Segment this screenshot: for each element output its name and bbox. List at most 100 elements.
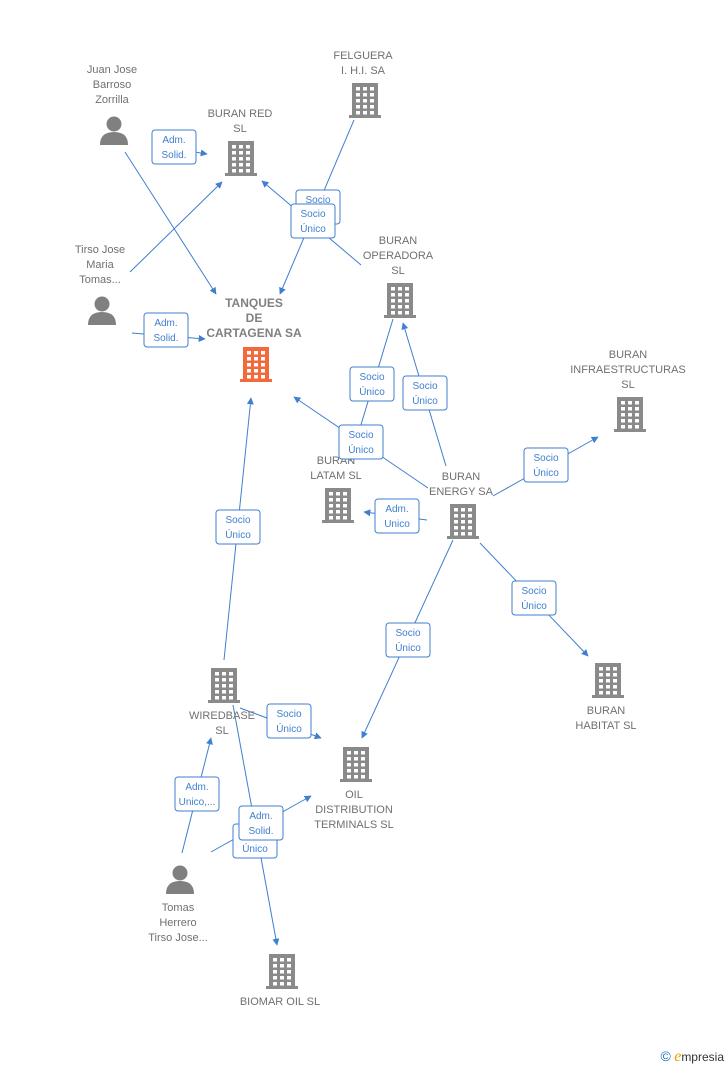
relation-badge-text: Único [412, 394, 438, 407]
building-window [239, 157, 243, 161]
relation-badge-juan-buran_red[interactable]: Adm.Solid. [151, 129, 197, 165]
node-label-oil_dist[interactable]: OIL [345, 789, 363, 801]
node-label-juan[interactable]: Barroso [93, 79, 132, 91]
node-label-buran_operadora[interactable]: OPERADORA [363, 250, 434, 262]
building-window [229, 684, 233, 688]
building-icon-wiredbase[interactable] [208, 668, 240, 703]
building-icon-buran_red[interactable] [225, 141, 257, 176]
node-label-tanques[interactable]: DE [246, 311, 263, 325]
footer-brand[interactable]: © empresia [661, 1048, 724, 1066]
node-label-juan[interactable]: Zorrilla [95, 94, 129, 106]
edge-juan-to-tanques [124, 151, 217, 295]
building-window [363, 105, 367, 109]
node-label-wiredbase[interactable]: SL [215, 725, 228, 737]
building-icon-buran_operadora[interactable] [384, 283, 416, 318]
building-icon-buran_latam[interactable] [322, 488, 354, 523]
relation-badge-buran_energy-buran_latam[interactable]: Adm.Unico [374, 498, 420, 534]
building-window [405, 305, 409, 309]
building-icon-felguera[interactable] [349, 83, 381, 118]
relation-badge-tomas-oil_dist[interactable]: Adm.Solid. [238, 805, 284, 841]
node-label-juan[interactable]: Juan Jose [87, 64, 137, 76]
building-window [599, 673, 603, 677]
building-base [592, 695, 624, 698]
node-label-tomas[interactable]: Tomas [162, 902, 195, 914]
building-window [347, 769, 351, 773]
main-company-icon-tanques[interactable] [240, 347, 272, 382]
node-label-tirso[interactable]: Tomas... [79, 274, 121, 286]
node-label-tomas[interactable]: Herrero [159, 917, 196, 929]
building-window [343, 510, 347, 514]
relation-badge-box [385, 622, 431, 658]
person-icon-tirso[interactable] [88, 296, 116, 326]
building-window [613, 679, 617, 683]
building-window [628, 419, 632, 423]
node-label-tirso[interactable]: Maria [86, 259, 114, 271]
building-base [225, 173, 257, 176]
building-window [222, 690, 226, 694]
relation-badge-tomas-wiredbase[interactable]: Adm.Unico,... [174, 776, 220, 812]
edge-tirso-to-buran_red [129, 181, 223, 273]
building-window [454, 526, 458, 530]
building-window [239, 151, 243, 155]
relation-badge-tirso-tanques[interactable]: Adm.Solid. [143, 312, 189, 348]
building-icon-buran_habitat[interactable] [592, 663, 624, 698]
relation-badge-text: Unico,... [179, 797, 216, 808]
building-window [454, 520, 458, 524]
relation-badge-text: Socio [276, 709, 301, 720]
node-label-buran_habitat[interactable]: BURAN [587, 705, 626, 717]
node-label-buran_red[interactable]: BURAN RED [208, 108, 273, 120]
node-label-buran_operadora[interactable]: SL [391, 265, 404, 277]
relation-badge-box [290, 203, 336, 239]
building-window [229, 696, 233, 700]
relation-badge-text: Único [242, 842, 268, 855]
building-window [247, 363, 251, 367]
relation-badge-text: Socio [225, 515, 250, 526]
building-window [621, 413, 625, 417]
node-label-buran_infra[interactable]: SL [621, 379, 634, 391]
building-icon-buran_energy[interactable] [447, 504, 479, 539]
building-window [273, 976, 277, 980]
building-window [247, 357, 251, 361]
node-label-oil_dist[interactable]: TERMINALS SL [314, 819, 393, 831]
building-window [606, 691, 610, 695]
node-label-buran_infra[interactable]: BURAN [609, 349, 648, 361]
node-label-buran_energy[interactable]: BURAN [442, 471, 481, 483]
building-icon-biomar[interactable] [266, 954, 298, 989]
node-label-tanques[interactable]: TANQUES [225, 296, 283, 310]
building-window [222, 696, 226, 700]
node-label-buran_red[interactable]: SL [233, 123, 246, 135]
node-label-biomar[interactable]: BIOMAR OIL SL [240, 996, 320, 1008]
node-label-felguera[interactable]: FELGUERA [333, 50, 393, 62]
node-label-tirso[interactable]: Tirso Jose [75, 244, 125, 256]
node-label-buran_habitat[interactable]: HABITAT SL [575, 720, 636, 732]
building-window [628, 413, 632, 417]
node-label-felguera[interactable]: I. H.I. SA [341, 65, 386, 77]
person-icon-juan[interactable] [100, 116, 128, 146]
building-window [628, 401, 632, 405]
building-window [599, 679, 603, 683]
node-label-oil_dist[interactable]: DISTRIBUTION [315, 804, 393, 816]
node-label-buran_energy[interactable]: ENERGY SA [429, 486, 494, 498]
node-label-wiredbase[interactable]: WIREDBASE [189, 710, 255, 722]
node-label-buran_operadora[interactable]: BURAN [379, 235, 418, 247]
node-label-tanques[interactable]: CARTAGENA SA [206, 326, 302, 340]
node-label-tomas[interactable]: Tirso Jose... [148, 932, 208, 944]
building-window [229, 678, 233, 682]
building-icon-buran_infra[interactable] [614, 397, 646, 432]
person-icon-tomas[interactable] [166, 865, 194, 895]
relation-badge-text: Adm. [249, 811, 272, 822]
building-window [343, 516, 347, 520]
node-label-buran_latam[interactable]: LATAM SL [310, 470, 362, 482]
building-icon-oil_dist[interactable] [340, 747, 372, 782]
building-window [621, 401, 625, 405]
node-label-buran_infra[interactable]: INFRAESTRUCTURAS [570, 364, 686, 376]
